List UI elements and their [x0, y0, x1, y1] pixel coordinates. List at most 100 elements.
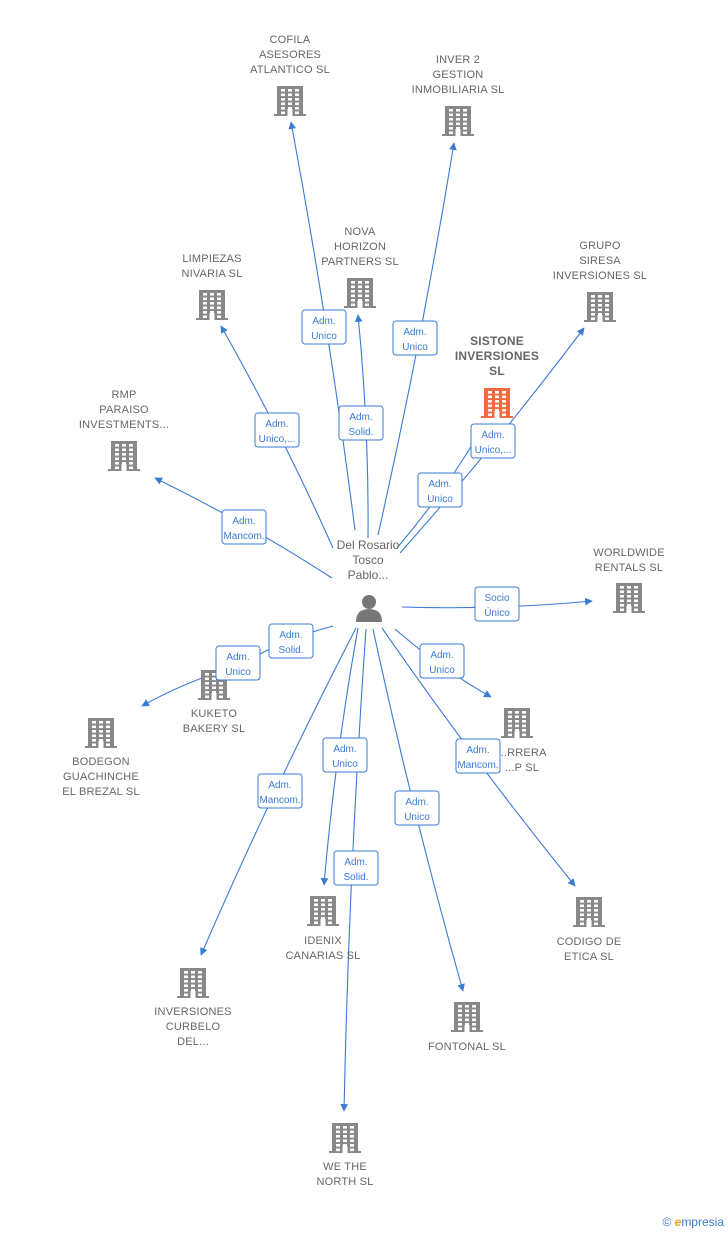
company-label: INVERSIONES [154, 1006, 231, 1018]
edge-label-inversiones[interactable]: Adm. Mancom. [257, 773, 303, 809]
company-label: NOVA [344, 226, 376, 238]
company-label: CODIGO DE [557, 936, 622, 948]
edge-label-box [474, 586, 520, 622]
company-label: KUKETO [191, 708, 237, 720]
edge-label-box [221, 509, 267, 545]
edge-label-text: Adm. [232, 516, 255, 527]
company-label: RMP [111, 389, 136, 401]
brand-logo: © empresia [662, 1215, 724, 1229]
edge-label-text: Adm. [268, 780, 291, 791]
company-label: EL BREZAL SL [62, 786, 139, 798]
company-label: BODEGON [72, 756, 130, 768]
company-label: COFILA [270, 34, 311, 46]
edge-label-idenix[interactable]: Adm.Unico [322, 737, 368, 773]
company-label: HORIZON [334, 241, 386, 253]
edge-label-text: Unico [311, 331, 337, 342]
edge-label-rmp[interactable]: Adm.Mancom. [221, 509, 267, 545]
edge-label-text: Socio [484, 593, 509, 604]
building-icon [307, 896, 339, 926]
person-icon [356, 595, 382, 622]
building-icon [501, 708, 533, 738]
company-label: GRUPO [579, 240, 621, 252]
building-icon [274, 86, 306, 116]
edge-label-box [392, 320, 438, 356]
company-label: ASESORES [259, 49, 321, 61]
company-node-inversiones[interactable]: INVERSIONESCURBELODEL... [154, 968, 231, 1048]
company-label: INMOBILIARIA SL [412, 84, 505, 96]
company-node-rmp[interactable]: RMP PARAISO INVESTMENTS... [79, 389, 169, 471]
company-label: RENTALS SL [595, 562, 663, 574]
edge-label-sistone[interactable]: Adm.Unico [417, 472, 463, 508]
company-label: ETICA SL [564, 951, 614, 963]
person-label: Del Rosario [337, 538, 400, 552]
edge-label-box [254, 412, 300, 448]
company-label: INVER 2 [436, 54, 480, 66]
building-icon [329, 1123, 361, 1153]
edge-label-limpiezas[interactable]: Adm.Unico,... [254, 412, 300, 448]
edge-label-text: Adm. [344, 857, 367, 868]
edge-label-box [215, 645, 261, 681]
building-icon [85, 718, 117, 748]
company-node-codigo[interactable]: CODIGO DE ETICA SL [557, 897, 622, 963]
edge-label-text: Solid. [278, 645, 303, 656]
edge-label-text: Adm. [428, 479, 451, 490]
company-label: INVERSIONES SL [553, 270, 648, 282]
building-icon [613, 583, 645, 613]
edge-label-text: Unico,... [259, 434, 296, 445]
company-label: SL [489, 364, 505, 378]
edge-label-box [419, 643, 465, 679]
edge-label-text: Unico [402, 342, 428, 353]
person-node[interactable]: Del RosarioToscoPablo... [337, 538, 400, 622]
edge-label-text: Unico [225, 667, 251, 678]
company-label: NORTH SL [316, 1176, 373, 1188]
person-label: Pablo... [348, 568, 389, 582]
edge-label-text: Adm. [349, 412, 372, 423]
edge-label-text: Unico [332, 759, 358, 770]
edge-label-box [470, 423, 516, 459]
company-label: ATLANTICO SL [250, 64, 330, 76]
edge-label-text: Mancom. [259, 795, 300, 806]
company-label: ...RRERA [497, 747, 547, 759]
company-label: FONTONAL SL [428, 1041, 506, 1053]
building-icon [442, 106, 474, 136]
edge-label-kuketo[interactable]: Adm.Solid. [268, 623, 314, 659]
edge-label-text: Adm. [405, 797, 428, 808]
edge-label-bodegon[interactable]: Adm. Unico [215, 645, 261, 681]
edge-label-text: Adm. [430, 650, 453, 661]
edge-label-carrera[interactable]: Adm. Unico [419, 643, 465, 679]
brand-name: mpresia [681, 1215, 724, 1229]
edge-label-nova[interactable]: Adm.Solid. [338, 405, 384, 441]
company-label: PARAISO [99, 404, 149, 416]
company-label: BAKERY SL [183, 723, 246, 735]
building-icon [108, 441, 140, 471]
edge-label-text: Adm. [226, 652, 249, 663]
company-label: GESTION [433, 69, 484, 81]
company-node-inver2[interactable]: INVER 2 GESTION INMOBILIARIA SL [412, 54, 505, 136]
edge-label-inver2[interactable]: Adm.Unico [392, 320, 438, 356]
edge-label-grupo[interactable]: Adm.Unico,... [470, 423, 516, 459]
edge-label-wethenorth[interactable]: Adm.Solid. [333, 850, 379, 886]
nodes-layer: COFILA ASESORES ATLANTICO SL INVER 2 GESTION… [62, 34, 664, 1188]
edge-label-box [322, 737, 368, 773]
center-layer: Del RosarioToscoPablo... [337, 538, 400, 622]
person-label: Tosco [352, 553, 384, 567]
company-node-carrera[interactable]: ...RRERA...P SL [497, 708, 547, 774]
edge-label-fontonal[interactable]: Adm.Unico [394, 790, 440, 826]
edge-label-text: Unico [429, 665, 455, 676]
edge-label-cofila[interactable]: Adm.Unico [301, 309, 347, 345]
edge-label-box [301, 309, 347, 345]
company-node-fontonal[interactable]: FONTONAL SL [428, 1002, 506, 1053]
edge-label-codigo[interactable]: Adm.Mancom. [455, 738, 501, 774]
company-label: INVESTMENTS... [79, 419, 169, 431]
company-node-cofila[interactable]: COFILA ASESORES ATLANTICO SL [250, 34, 330, 116]
